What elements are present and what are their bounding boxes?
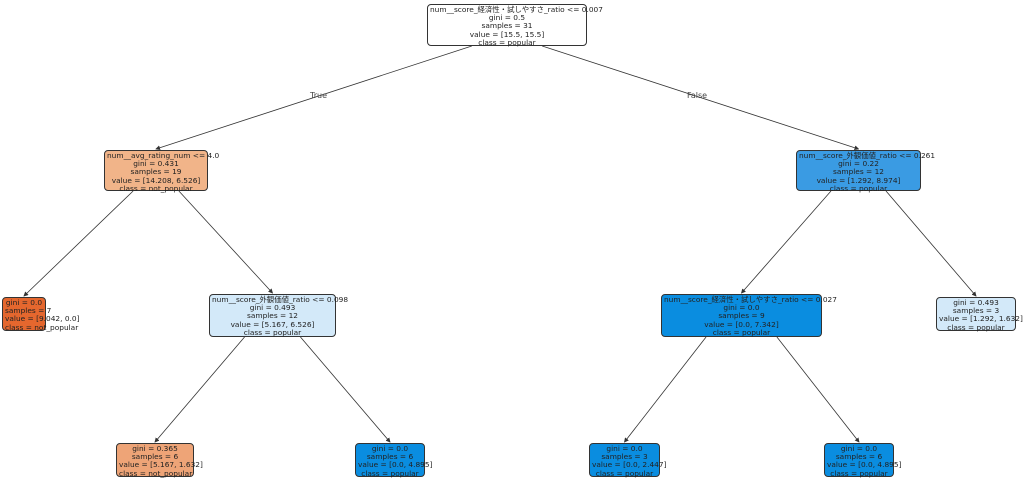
- edge-n6-n10: [885, 190, 977, 297]
- node-text-line: samples = 12: [832, 167, 885, 177]
- node-text-line: class = not_popular: [119, 468, 193, 478]
- node-text-line: samples = 12: [246, 311, 299, 321]
- node-text-line: gini = 0.22: [838, 159, 879, 169]
- node-text-line: value = [1.292, 8.974]: [816, 175, 901, 185]
- node-text-line: samples = 6: [366, 452, 414, 462]
- edge-label-false: False: [687, 91, 708, 100]
- node-text-line: samples = 7: [5, 306, 52, 316]
- edge-n3-n4: [154, 336, 245, 443]
- node-text-line: gini = 0.0: [606, 444, 643, 453]
- node-text-line: value = [0.0, 4.895]: [358, 460, 433, 470]
- edge-root-n1: [155, 45, 472, 151]
- edge-label-true: True: [310, 91, 327, 100]
- node-text-line: class = popular: [361, 468, 419, 478]
- node-text-line: value = [15.5, 15.5]: [469, 29, 545, 39]
- node-text-line: class = popular: [595, 468, 654, 478]
- node-text-line: samples = 3: [601, 452, 648, 462]
- node-text-line: gini = 0.493: [249, 303, 296, 313]
- node-text-line: class = popular: [830, 468, 888, 478]
- node-text-line: class = popular: [243, 327, 302, 337]
- node-text-line: value = [9.042, 0.0]: [5, 314, 80, 324]
- node-text-line: gini = 0.365: [132, 444, 178, 453]
- node-text-line: value = [14.208, 6.526]: [111, 175, 201, 185]
- node-text-line: gini = 0.493: [953, 298, 999, 307]
- node-text-line: class = not_popular: [119, 183, 193, 193]
- edge-n7-n9: [776, 336, 860, 443]
- edge-n3-n5: [300, 336, 391, 443]
- node-text-line: samples = 31: [481, 21, 533, 31]
- node-text-line: num__score_外観価値_ratio <= 0.098: [212, 295, 349, 304]
- node-text-line: samples = 6: [835, 452, 883, 462]
- node-text-line: value = [1.292, 1.632]: [939, 314, 1023, 324]
- node-text-line: class = popular: [947, 322, 1005, 332]
- node-text-line: value = [0.0, 7.342]: [704, 319, 779, 329]
- node-text-line: class = popular: [712, 327, 771, 337]
- node-text-line: value = [5.167, 6.526]: [230, 319, 315, 329]
- node-text-line: gini = 0.0: [723, 303, 760, 313]
- node-text-line: num__score_経済性・試しやすさ_ratio <= 0.007: [430, 5, 603, 14]
- node-text-line: num__score_経済性・試しやすさ_ratio <= 0.027: [664, 295, 837, 304]
- node-text-line: class = not_popular: [5, 322, 79, 332]
- node-text-line: gini = 0.0: [840, 444, 878, 453]
- edge-n1-n2: [23, 190, 134, 297]
- node-text-line: value = [5.167, 1.632]: [119, 460, 203, 470]
- node-text-line: value = [0.0, 2.447]: [592, 460, 667, 470]
- node-text-line: gini = 0.5: [488, 13, 526, 23]
- node-text-line: value = [0.0, 4.895]: [827, 460, 902, 470]
- edge-root-n6: [542, 45, 860, 151]
- node-text-line: gini = 0.0: [5, 298, 43, 307]
- edge-n7-n8: [624, 336, 707, 443]
- node-text-line: class = popular: [829, 183, 888, 193]
- node-text-line: num__score_外観価値_ratio <= 0.261: [799, 151, 936, 160]
- edge-n1-n3: [178, 190, 274, 294]
- node-text-line: num__avg_rating_num <= 4.0: [107, 151, 220, 160]
- node-text-line: samples = 6: [131, 452, 179, 462]
- edge-n6-n7: [740, 190, 832, 294]
- node-text-line: gini = 0.0: [371, 444, 409, 453]
- node-text-line: gini = 0.431: [133, 159, 179, 169]
- node-text-line: samples = 9: [718, 311, 765, 321]
- node-text-line: class = popular: [478, 37, 536, 47]
- node-text-line: samples = 3: [952, 306, 1000, 316]
- node-text-line: samples = 19: [130, 167, 182, 177]
